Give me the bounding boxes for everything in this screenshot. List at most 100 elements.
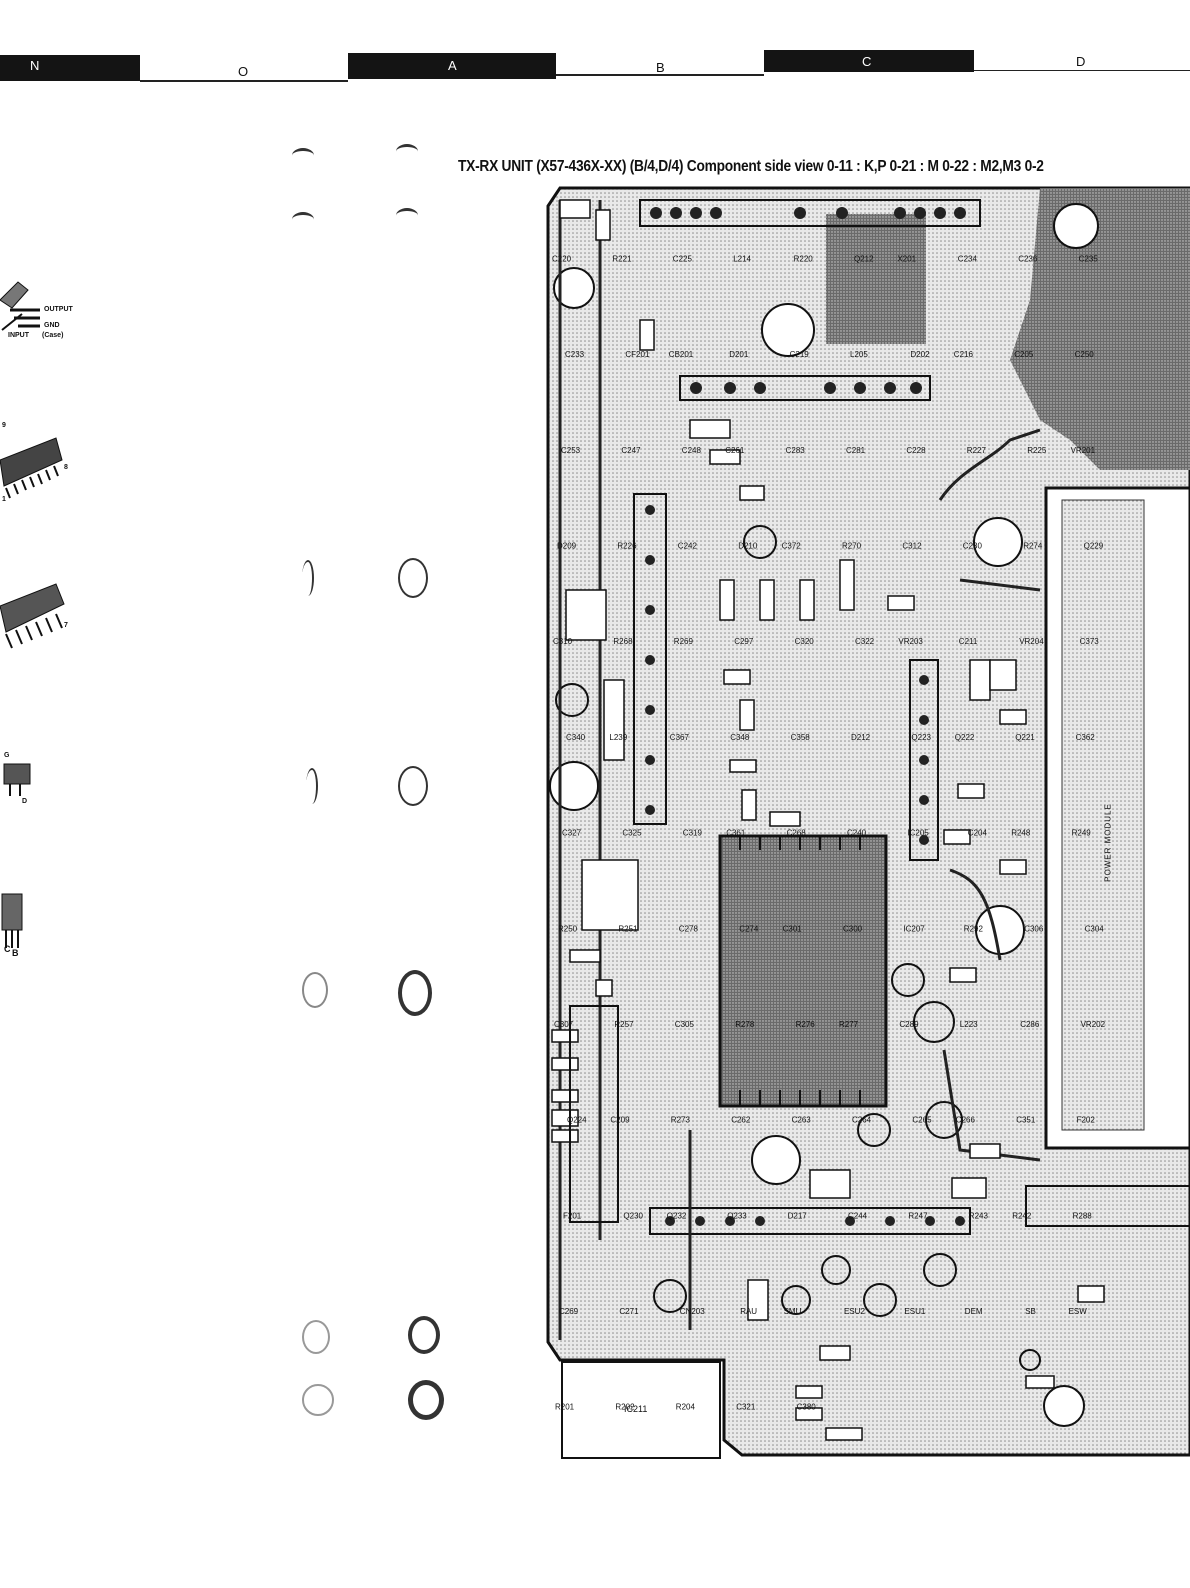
component-label-q232: Q232 (667, 1211, 687, 1220)
component-label-q223: Q223 (911, 733, 931, 742)
component-label-c220: C220 (552, 254, 572, 263)
component-label-c367: C367 (670, 733, 690, 742)
component-label-c301: C301 (783, 924, 803, 933)
component-label-c209: C209 (610, 1116, 630, 1125)
column-band-c (764, 50, 974, 72)
component-label-esu1: ESU1 (904, 1307, 925, 1316)
component-label-r251: R251 (618, 924, 638, 933)
component-label-c263: C263 (792, 1116, 812, 1125)
binding-hole-10 (408, 1380, 444, 1420)
component-label-x201: X201 (897, 254, 916, 263)
component-label-c271: C271 (619, 1307, 639, 1316)
component-label-c325: C325 (622, 829, 642, 838)
binding-hole-2 (398, 558, 428, 598)
component-label-c319: C319 (683, 829, 703, 838)
component-label-c322: C322 (855, 637, 875, 646)
column-band-n (0, 55, 140, 81)
component-label-c362: C362 (1076, 733, 1096, 742)
component-label-q230: Q230 (623, 1211, 643, 1220)
component-label-q222: Q222 (955, 733, 975, 742)
ic2-pin-last: 7 (64, 622, 68, 629)
component-label-r227: R227 (967, 446, 987, 455)
component-label-ic205: IC205 (907, 829, 929, 838)
component-label-c266: C266 (956, 1116, 976, 1125)
component-label-c310: C310 (553, 637, 573, 646)
component-label-c297: C297 (734, 637, 754, 646)
component-label-r273: R273 (671, 1116, 691, 1125)
component-label-r247: R247 (908, 1211, 928, 1220)
component-label-c234: C234 (958, 254, 978, 263)
component-label-f201: F201 (563, 1211, 582, 1220)
component-label-c219: C219 (790, 350, 810, 359)
component-label-c307: C307 (554, 1020, 574, 1029)
component-label-q233: Q233 (727, 1211, 747, 1220)
component-label-c205: C205 (1014, 350, 1034, 359)
component-label-c358: C358 (791, 733, 811, 742)
component-label-c248: C248 (682, 446, 702, 455)
column-label-a: A (448, 58, 457, 73)
component-label-d209: D209 (557, 542, 577, 551)
fet-pin-g: G (4, 752, 10, 759)
component-label-r248: R248 (1011, 829, 1031, 838)
component-label-c235: C235 (1079, 254, 1099, 263)
regulator-drawing (0, 281, 40, 331)
component-label-c240: C240 (847, 829, 867, 838)
column-label-o: O (238, 64, 249, 79)
ic211-label: IC211 (624, 1404, 648, 1414)
binding-mark-1 (292, 148, 314, 163)
binding-hole-1 (302, 560, 314, 596)
component-label-r250: R250 (558, 924, 578, 933)
column-label-c: C (862, 54, 872, 69)
component-label-c305: C305 (675, 1020, 695, 1029)
component-label-vr202: VR202 (1081, 1020, 1106, 1029)
component-label-vr201: VR201 (1071, 446, 1096, 455)
column-rule-b (556, 74, 764, 76)
component-label-c244: C244 (848, 1211, 868, 1220)
component-label-r277: R277 (839, 1020, 859, 1029)
component-label-r242: R242 (1012, 1211, 1032, 1220)
component-label-cf201: CF201 (625, 350, 650, 359)
column-band-a (348, 53, 556, 79)
component-label-c265: C265 (912, 1116, 932, 1125)
component-label-r221: R221 (612, 254, 632, 263)
binding-mark-4 (396, 208, 418, 223)
component-label-q229: Q229 (1084, 542, 1104, 551)
component-label-c351: C351 (1016, 1116, 1036, 1125)
component-label-r288: R288 (1073, 1211, 1093, 1220)
fet-drawing (3, 763, 31, 796)
column-rule-o (140, 80, 348, 82)
pin-label-input: INPUT (8, 332, 29, 339)
ic1-pin-first: 9 (2, 422, 6, 429)
column-label-b: B (656, 60, 665, 75)
pin-label-gnd: GND (44, 322, 60, 329)
component-label-d201: D201 (729, 350, 749, 359)
component-label-c372: C372 (782, 542, 802, 551)
component-label-c269: C269 (559, 1307, 579, 1316)
component-label-c304: C304 (1085, 924, 1105, 933)
column-label-n: N (30, 58, 40, 73)
diagram-title: TX-RX UNIT (X57-436X-XX) (B/4,D/4) Compo… (458, 158, 1044, 175)
binding-mark-2 (396, 144, 418, 159)
component-label-c228: C228 (906, 446, 926, 455)
component-label-c320: C320 (795, 637, 815, 646)
ic-package-2-drawing (0, 583, 65, 649)
component-label-r249: R249 (1072, 829, 1092, 838)
component-label-l205: L205 (850, 350, 868, 359)
component-label-r204: R204 (676, 1403, 696, 1412)
component-label-c247: C247 (621, 446, 641, 455)
column-rule-d (974, 70, 1190, 71)
component-label-c264: C264 (852, 1116, 872, 1125)
component-label-q221: Q221 (1015, 733, 1035, 742)
pin-label-case: (Case) (42, 332, 64, 339)
column-label-d: D (1076, 54, 1086, 69)
component-label-c321: C321 (736, 1403, 756, 1412)
component-label-c261: C261 (725, 446, 745, 455)
component-label-c250: C250 (1075, 350, 1095, 359)
component-label-c283: C283 (786, 446, 806, 455)
pin-label-output: OUTPUT (44, 306, 73, 313)
component-label-r220: R220 (794, 254, 814, 263)
component-label-c281: C281 (846, 446, 866, 455)
binding-hole-3 (306, 768, 318, 804)
component-label-r257: R257 (614, 1020, 634, 1029)
component-label-c348: C348 (730, 733, 750, 742)
